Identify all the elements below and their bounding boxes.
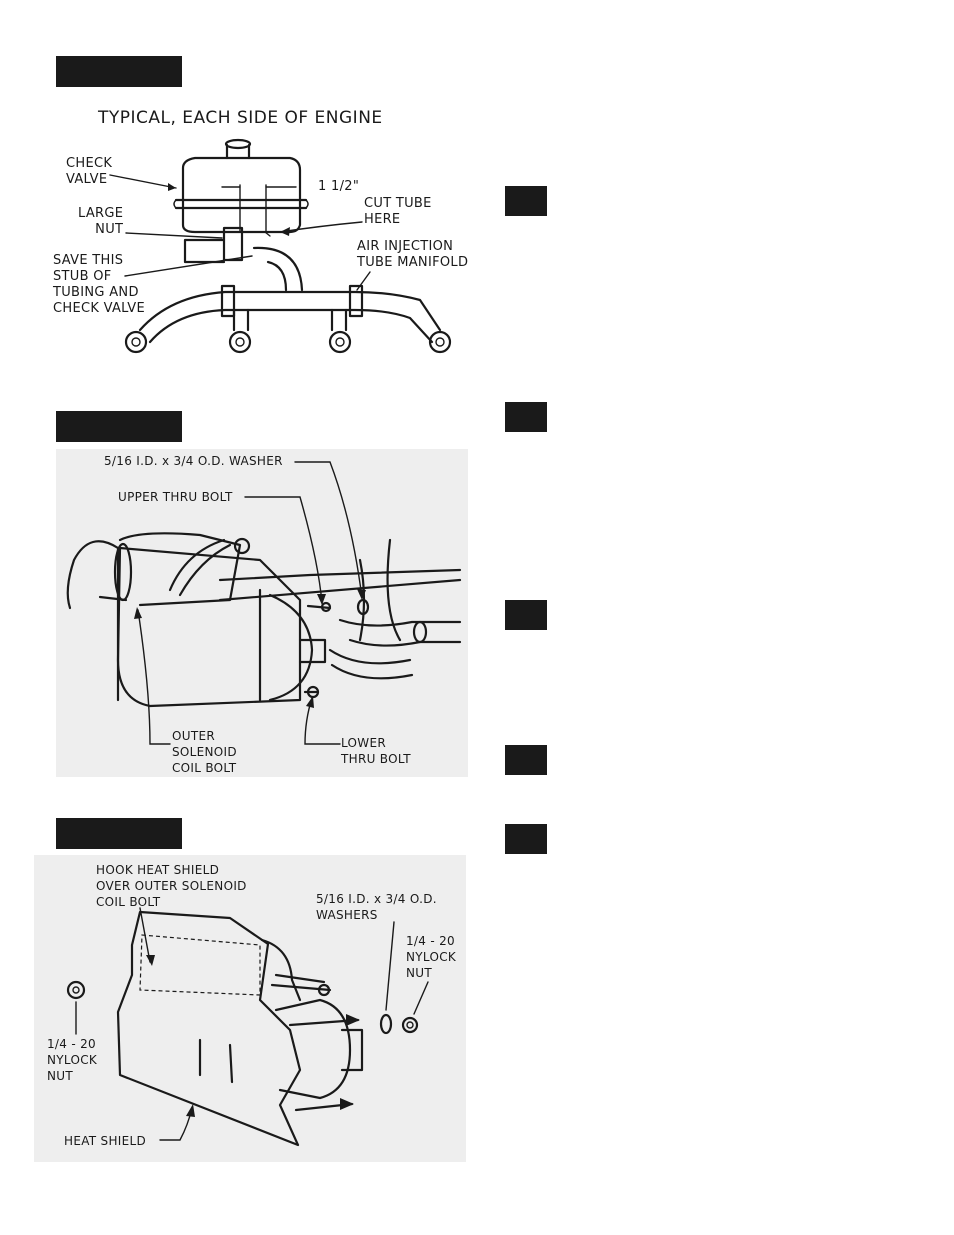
air-injection-manifold xyxy=(138,290,442,332)
label-cut-tube: CUT TUBE HERE xyxy=(364,196,432,227)
label-save-stub: SAVE THIS STUB OF TUBING AND CHECK VALVE xyxy=(53,253,145,316)
heat-shield xyxy=(116,910,302,1147)
label-lower-thru-bolt: LOWER THRU BOLT xyxy=(341,736,411,766)
label-large-nut: LARGE NUT xyxy=(78,206,124,237)
label-washer: 5/16 I.D. x 3/4 O.D. WASHER xyxy=(104,454,283,468)
nylock-nut-left xyxy=(66,980,86,1000)
label-outer-solenoid: OUTER SOLENOID COIL BOLT xyxy=(172,729,237,775)
step-box-4 xyxy=(505,745,547,775)
figure-2-label-bar xyxy=(56,411,182,442)
label-upper-thru-bolt: UPPER THRU BOLT xyxy=(118,490,233,504)
step-box-5 xyxy=(505,824,547,854)
label-air-injection: AIR INJECTION TUBE MANIFOLD xyxy=(357,239,469,270)
label-hook-heat-shield: HOOK HEAT SHIELD OVER OUTER SOLENOID COI… xyxy=(96,863,247,909)
label-check-valve: CHECK VALVE xyxy=(66,156,113,187)
figure-3-panel xyxy=(34,855,466,1162)
label-nylock-left: 1/4 - 20 NYLOCK NUT xyxy=(47,1037,98,1083)
step-box-2 xyxy=(505,402,547,432)
starter-motor-body xyxy=(66,540,120,610)
nylock-nut-right xyxy=(401,1016,419,1034)
figure-3-label-bar xyxy=(56,818,182,849)
washer-right xyxy=(379,1013,393,1035)
check-valve-band xyxy=(174,198,308,210)
step-box-1 xyxy=(505,186,547,216)
figure-2-panel xyxy=(56,449,468,777)
label-heat-shield: HEAT SHIELD xyxy=(64,1134,147,1148)
step-box-3 xyxy=(505,600,547,630)
washer xyxy=(356,598,370,616)
large-nut xyxy=(222,226,244,262)
label-washers: 5/16 I.D. x 3/4 O.D. WASHERS xyxy=(316,892,437,922)
check-valve-body xyxy=(181,156,302,234)
figure-1-label-bar xyxy=(56,56,182,87)
label-dimension: 1 1/2" xyxy=(318,179,360,194)
solenoid xyxy=(118,532,242,607)
label-nylock-right: 1/4 - 20 NYLOCK NUT xyxy=(406,934,457,980)
figure-1-title: TYPICAL, EACH SIDE OF ENGINE xyxy=(98,108,383,128)
